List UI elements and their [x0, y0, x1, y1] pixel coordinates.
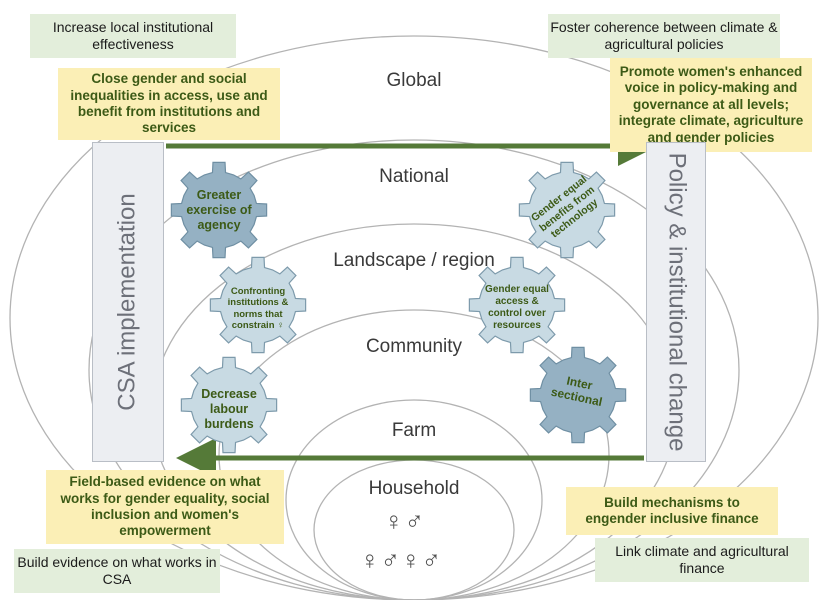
level-global: Global	[386, 70, 442, 91]
callout-womens-voice: Promote women's enhanced voice in policy…	[610, 58, 812, 152]
national-ellipse	[88, 139, 740, 600]
callout-gender-inequalities-text: Close gender and social inequalities in …	[70, 71, 268, 136]
gear-norms	[209, 256, 307, 354]
gear-agency	[170, 161, 268, 259]
gear-agency-label: Greater exercise of agency	[186, 188, 252, 232]
corner-top-left: Increase local institutional effectivene…	[30, 14, 236, 58]
corner-bottom-left: Build evidence on what works in CSA	[14, 549, 220, 593]
csa-implementation-bar: CSA implementation	[92, 142, 164, 462]
global-ellipse	[9, 35, 819, 600]
community-ellipse	[218, 309, 610, 600]
gear-labour	[180, 356, 278, 454]
corner-bottom-right: Link climate and agricultural finance	[595, 538, 809, 582]
level-farm: Farm	[391, 420, 437, 441]
gear-norms-label: Confronting institutions & norms that co…	[227, 286, 289, 332]
callout-inclusive-finance: Build mechanisms to engender inclusive f…	[566, 487, 778, 535]
corner-bottom-right-text: Link climate and agricultural finance	[615, 542, 789, 576]
callout-field-evidence-text: Field-based evidence on what works for g…	[60, 474, 270, 539]
level-national: National	[379, 166, 449, 187]
gear-intersectional	[529, 346, 627, 444]
gear-access	[468, 256, 566, 354]
csa-implementation-label: CSA implementation	[114, 193, 142, 411]
farm-ellipse	[285, 399, 543, 600]
gear-labour-label: Decrease labour burdens	[201, 387, 257, 431]
callout-womens-voice-text: Promote women's enhanced voice in policy…	[618, 63, 804, 145]
level-household: Household	[368, 478, 460, 499]
level-community: Community	[365, 336, 463, 357]
callout-gender-inequalities: Close gender and social inequalities in …	[58, 68, 280, 140]
gear-technology	[518, 161, 616, 259]
household-pair-symbols: ♀♂	[384, 506, 425, 536]
level-landscape: Landscape / region	[333, 250, 495, 271]
corner-top-left-text: Increase local institutional effectivene…	[52, 18, 214, 52]
policy-change-bar: Policy & institutional change	[646, 142, 706, 462]
gear-access-label: Gender equal access & control over resou…	[485, 284, 549, 331]
corner-bottom-left-text: Build evidence on what works in CSA	[17, 553, 217, 587]
corner-top-right-text: Foster coherence between climate & agric…	[550, 18, 778, 52]
household-family-symbols: ♀♂♀♂	[360, 545, 442, 575]
callout-field-evidence: Field-based evidence on what works for g…	[46, 470, 284, 544]
policy-change-label: Policy & institutional change	[663, 152, 690, 452]
callout-inclusive-finance-text: Build mechanisms to engender inclusive f…	[585, 494, 759, 526]
corner-top-right: Foster coherence between climate & agric…	[548, 14, 780, 58]
